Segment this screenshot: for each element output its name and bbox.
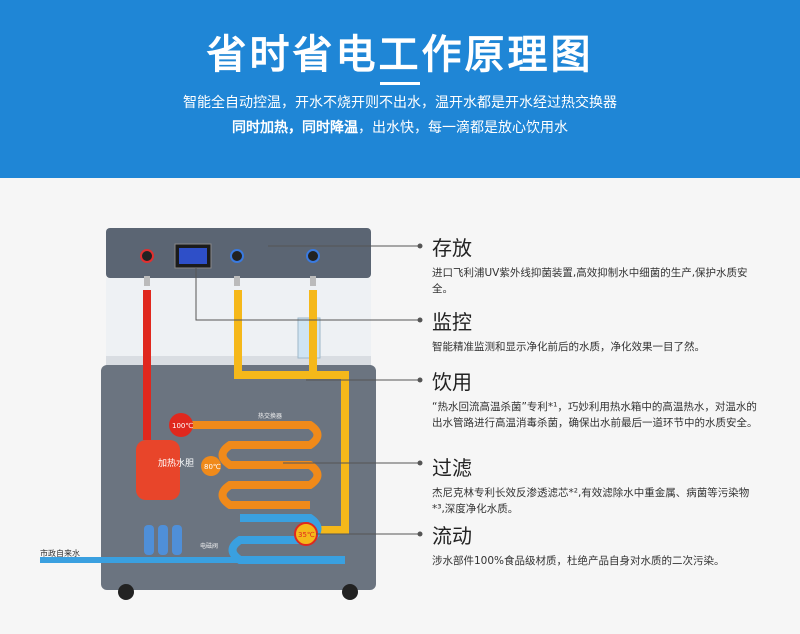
callout-desc: 杰尼克林专利长效反渗透滤芯*²,有效滤除水中重金属、病菌等污染物*³,深度净化水… xyxy=(432,487,750,515)
title-underline xyxy=(380,82,420,85)
subtitle-line-1: 智能全自动控温，开水不烧开则不出水，温开水都是开水经过热交换器 xyxy=(183,95,617,111)
heat-exchanger-coil xyxy=(180,421,322,509)
temp-35-label: 35℃ xyxy=(298,531,315,539)
temp-badge-80 xyxy=(201,456,221,476)
cold-button xyxy=(306,249,320,263)
callout-title: 存放 xyxy=(432,236,472,260)
warm-pipe xyxy=(234,290,349,534)
subtitle-line-2: 同时加热，同时降温，出水快，每一滴都是放心饮用水 xyxy=(0,117,800,137)
exchanger-label: 热交换器 xyxy=(258,412,282,420)
callout-desc: 涉水部件100%食品级材质，杜绝产品自身对水质的二次污染。 xyxy=(432,555,725,567)
tank-label: 加热水胆 xyxy=(158,457,194,469)
heating-tank xyxy=(136,440,180,500)
valve-label: 电磁阀 xyxy=(200,542,218,550)
callout-storage: 存放 进口飞利浦UV紫外线抑菌装置,高效抑制水中细菌的生产,保护水质安全。 xyxy=(432,232,762,297)
hot-button xyxy=(140,249,154,263)
callout-flow: 流动 涉水部件100%食品级材质，杜绝产品自身对水质的二次污染。 xyxy=(432,520,762,569)
wheel-right xyxy=(342,584,358,600)
wheel-left xyxy=(118,584,134,600)
filter-1 xyxy=(144,525,154,555)
callout-drink: 饮用 “热水回流高温杀菌”专利*¹，巧妙利用热水箱中的高温热水，对温水的出水管路… xyxy=(432,366,762,431)
callout-filter: 过滤 杰尼克林专利长效反渗透滤芯*²,有效滤除水中重金属、病菌等污染物*³,深度… xyxy=(432,452,762,517)
callout-desc: 进口飞利浦UV紫外线抑菌装置,高效抑制水中细菌的生产,保护水质安全。 xyxy=(432,267,748,295)
filter-3 xyxy=(172,525,182,555)
page-title: 省时省电工作原理图 xyxy=(206,32,594,78)
cold-coil xyxy=(228,514,345,564)
callout-desc: 智能精准监测和显示净化前后的水质，净化效果一目了然。 xyxy=(432,341,705,353)
subtitle-rest: ，出水快，每一滴都是放心饮用水 xyxy=(358,120,568,136)
callout-monitor: 监控 智能精准监测和显示净化前后的水质，净化效果一目了然。 xyxy=(432,306,762,355)
filter-2 xyxy=(158,525,168,555)
highlight-sep: ， xyxy=(288,120,302,136)
callout-title: 饮用 xyxy=(432,370,472,394)
highlight-heating: 同时加热 xyxy=(232,120,288,136)
warm-button xyxy=(230,249,244,263)
highlight-cooling: 同时降温 xyxy=(302,120,358,136)
temp-80-label: 80℃ xyxy=(204,463,221,471)
callout-title: 监控 xyxy=(432,310,472,334)
callout-title: 过滤 xyxy=(432,456,472,480)
header-banner: 省时省电工作原理图 智能全自动控温，开水不烧开则不出水，温开水都是开水经过热交换… xyxy=(0,0,800,178)
inlet-label: 市政自来水 xyxy=(40,548,80,558)
temp-100-label: 100℃ xyxy=(172,422,193,430)
temp-badge-100 xyxy=(169,413,193,437)
callout-title: 流动 xyxy=(432,524,472,548)
callout-desc: “热水回流高温杀菌”专利*¹，巧妙利用热水箱中的高温热水，对温水的出水管路进行高… xyxy=(432,401,758,429)
